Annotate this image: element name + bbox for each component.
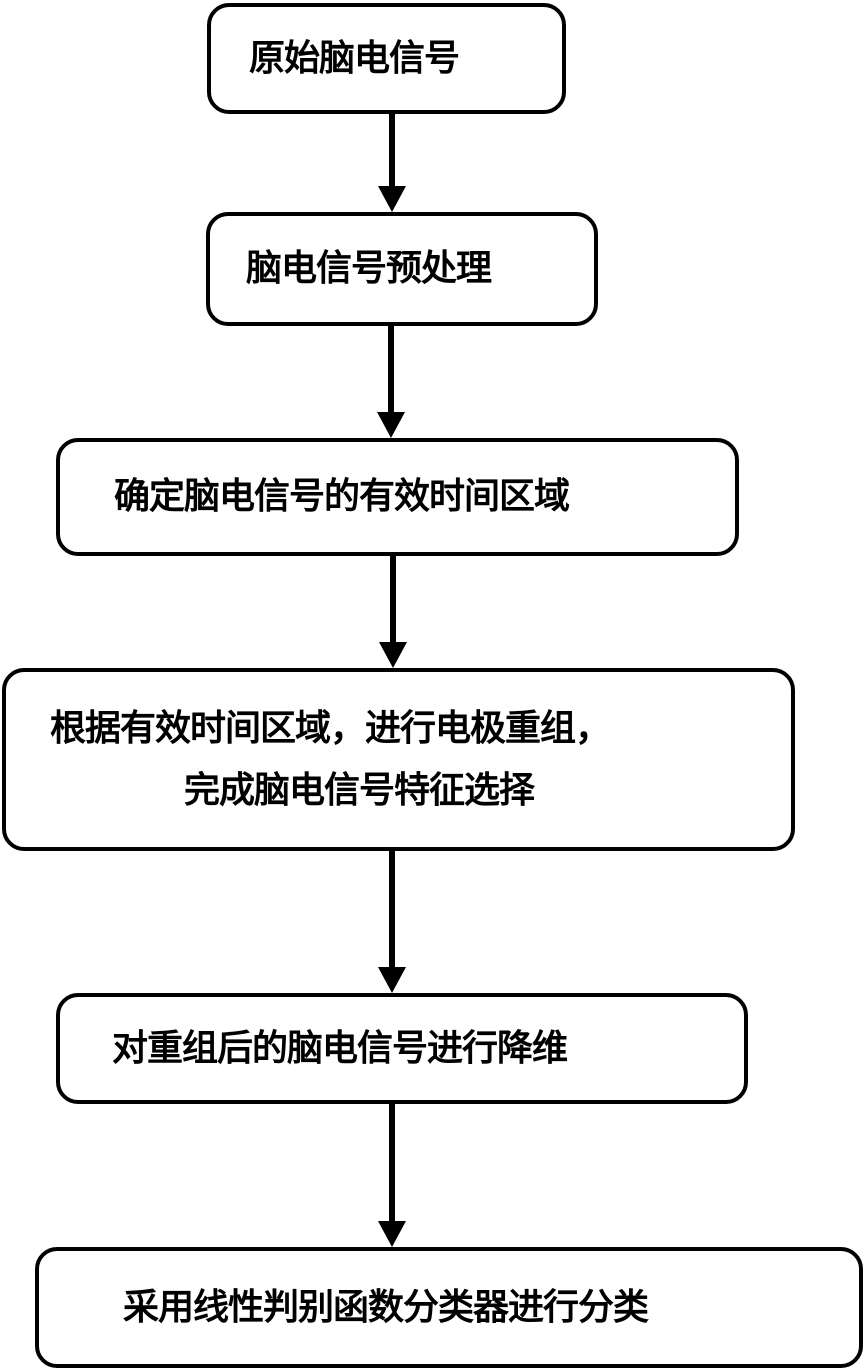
arrow-head bbox=[377, 412, 405, 438]
step-label: 原始脑电信号 bbox=[249, 37, 460, 79]
step-label: 脑电信号预处理 bbox=[246, 248, 492, 289]
arrow-shaft bbox=[388, 326, 394, 414]
arrow-head bbox=[378, 967, 406, 993]
arrow-shaft bbox=[390, 556, 396, 644]
step-label: 对重组后的脑电信号进行降维 bbox=[112, 1027, 568, 1069]
step-label: 确定脑电信号的有效时间区域 bbox=[114, 476, 570, 517]
step-determine-valid-time-region: 确定脑电信号的有效时间区域 bbox=[56, 438, 739, 556]
arrow-head bbox=[379, 642, 407, 668]
arrow-shaft bbox=[389, 114, 395, 188]
arrow-head bbox=[378, 1221, 406, 1247]
step-electrode-regrouping-feature-selection: 根据有效时间区域，进行电极重组， 完成脑电信号特征选择 bbox=[2, 668, 795, 851]
step-eeg-preprocessing: 脑电信号预处理 bbox=[206, 212, 598, 326]
step-dimensionality-reduction: 对重组后的脑电信号进行降维 bbox=[56, 993, 748, 1104]
step-lda-classification: 采用线性判别函数分类器进行分类 bbox=[35, 1247, 863, 1368]
arrow-head bbox=[378, 186, 406, 212]
step-label: 采用线性判别函数分类器进行分类 bbox=[123, 1286, 649, 1328]
step-raw-eeg-signal: 原始脑电信号 bbox=[207, 3, 566, 114]
step-label-line-1: 根据有效时间区域，进行电极重组， bbox=[50, 707, 611, 749]
step-label-line-2: 完成脑电信号特征选择 bbox=[184, 769, 535, 811]
arrow-shaft bbox=[389, 1104, 395, 1223]
arrow-shaft bbox=[389, 851, 395, 969]
